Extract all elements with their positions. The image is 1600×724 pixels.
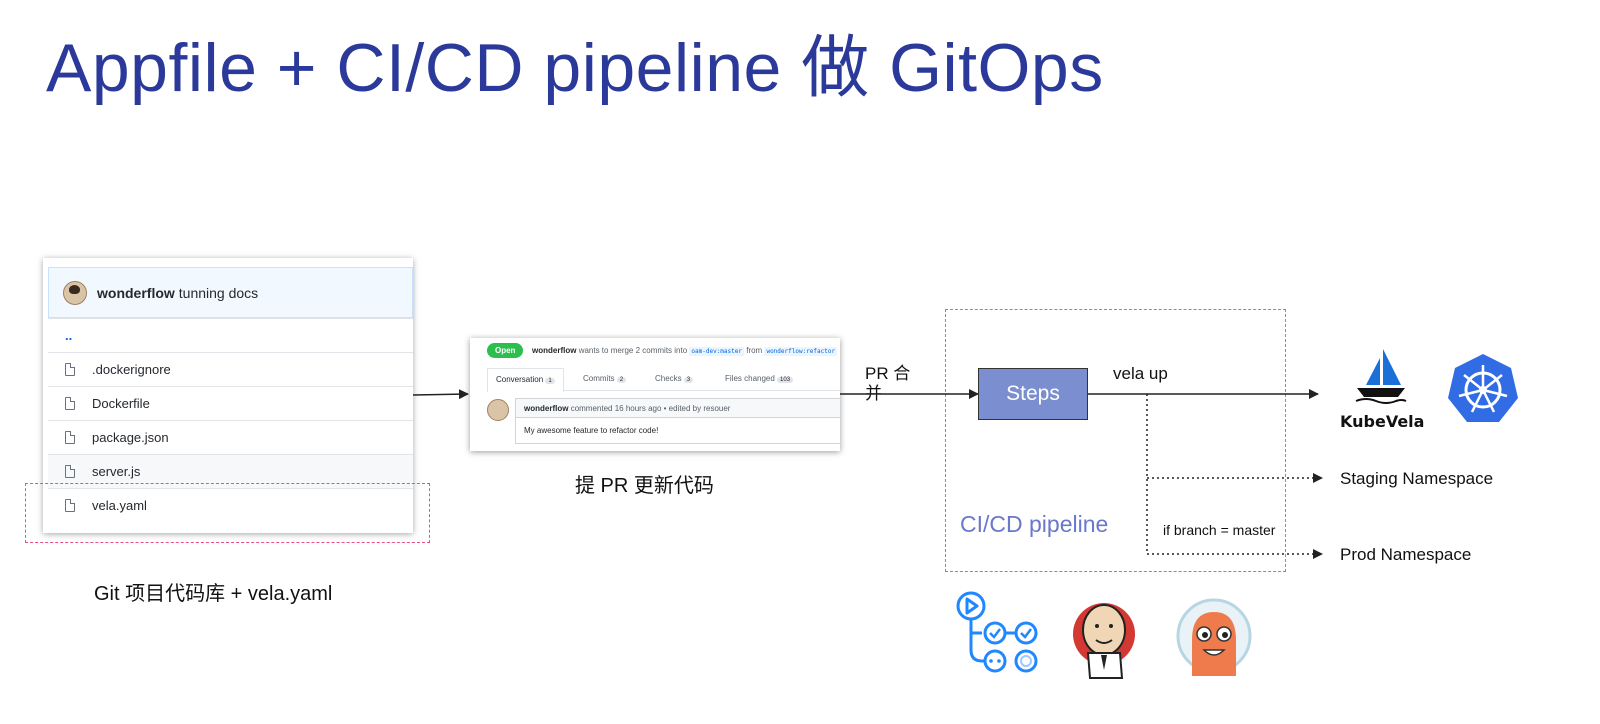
slide-title: Appfile + CI/CD pipeline 做 GitOps [46, 30, 1104, 106]
file-icon [65, 363, 75, 376]
pipeline-label: CI/CD pipeline [960, 511, 1109, 537]
tab-count: 103 [777, 377, 794, 383]
tab-files-changed[interactable]: Files changed 103 [725, 374, 794, 383]
commit-author[interactable]: wonderflow [97, 284, 175, 301]
pr-tabs: Conversation 1 Commits 2 Checks 3 Files … [487, 368, 840, 392]
branch-condition-label: if branch = master [1163, 522, 1276, 538]
pr-base-branch[interactable]: oam-dev:master [689, 347, 744, 356]
comment-header: wonderflow commented 16 hours ago • edit… [515, 398, 840, 418]
avatar [63, 280, 87, 305]
tab-count: 2 [616, 377, 627, 383]
vela-up-label: vela up [1113, 364, 1168, 383]
file-icon [65, 465, 75, 478]
pr-author[interactable]: wonderflow [532, 346, 577, 355]
commit-header: wonderflow tunning docs [48, 267, 413, 318]
tab-conversation[interactable]: Conversation 1 [487, 368, 564, 392]
parent-dir-link[interactable]: .. [65, 328, 73, 343]
tab-label: Commits [583, 374, 615, 383]
tab-label: Files changed [725, 374, 775, 383]
comment-author[interactable]: wonderflow [524, 404, 569, 413]
git-repo-panel: wonderflow tunning docs .. .dockerignore… [43, 258, 413, 533]
cicd-pipeline-box [945, 309, 1286, 572]
comment-body: My awesome feature to refactor code! [515, 418, 840, 444]
file-row[interactable]: Dockerfile [48, 386, 413, 420]
file-name[interactable]: .dockerignore [92, 362, 171, 377]
arrow-repo-to-pr [412, 389, 469, 400]
repo-caption: Git 项目代码库 + vela.yaml [94, 583, 333, 605]
prod-namespace-label: Prod Namespace [1340, 545, 1472, 564]
vela-yaml-highlight [25, 483, 430, 543]
pull-request-panel: Open wonderflow wants to merge 2 commits… [470, 338, 840, 451]
comment-meta: commented 16 hours ago • edited by resou… [570, 404, 731, 413]
staging-namespace-label: Staging Namespace [1340, 469, 1494, 488]
file-name[interactable]: Dockerfile [92, 396, 150, 411]
pr-merge-label-line1: PR 合 [865, 364, 911, 383]
pr-from-text: from [746, 346, 763, 355]
file-row[interactable]: server.js [48, 454, 413, 488]
tab-label: Checks [655, 374, 682, 383]
pr-merge-text: wants to merge 2 commits into [578, 346, 688, 355]
kubevela-logo-text: KubeVela [1340, 412, 1425, 431]
tab-checks[interactable]: Checks 3 [655, 374, 694, 383]
file-icon [65, 499, 75, 512]
pr-status-badge: Open [487, 343, 524, 358]
file-row[interactable]: .dockerignore [48, 352, 413, 386]
file-row[interactable]: package.json [48, 420, 413, 454]
tab-commits[interactable]: Commits 2 [583, 374, 627, 383]
file-name[interactable]: package.json [92, 430, 169, 445]
avatar [487, 399, 509, 421]
tab-label: Conversation [496, 375, 544, 384]
steps-box: Steps [978, 368, 1088, 420]
pr-summary: wonderflow wants to merge 2 commits into… [532, 346, 838, 356]
file-icon [65, 397, 75, 410]
file-name[interactable]: vela.yaml [92, 498, 147, 513]
file-name[interactable]: server.js [92, 464, 141, 479]
file-row-vela-yaml[interactable]: vela.yaml [48, 488, 413, 522]
pr-head-branch[interactable]: wonderflow:refactor [764, 347, 838, 356]
tab-count: 3 [683, 377, 694, 383]
commit-message[interactable]: tunning docs [178, 284, 259, 301]
tab-count: 1 [545, 378, 555, 384]
pr-caption: 提 PR 更新代码 [575, 475, 714, 497]
parent-dir-row[interactable]: .. [48, 318, 413, 352]
file-icon [65, 431, 75, 444]
